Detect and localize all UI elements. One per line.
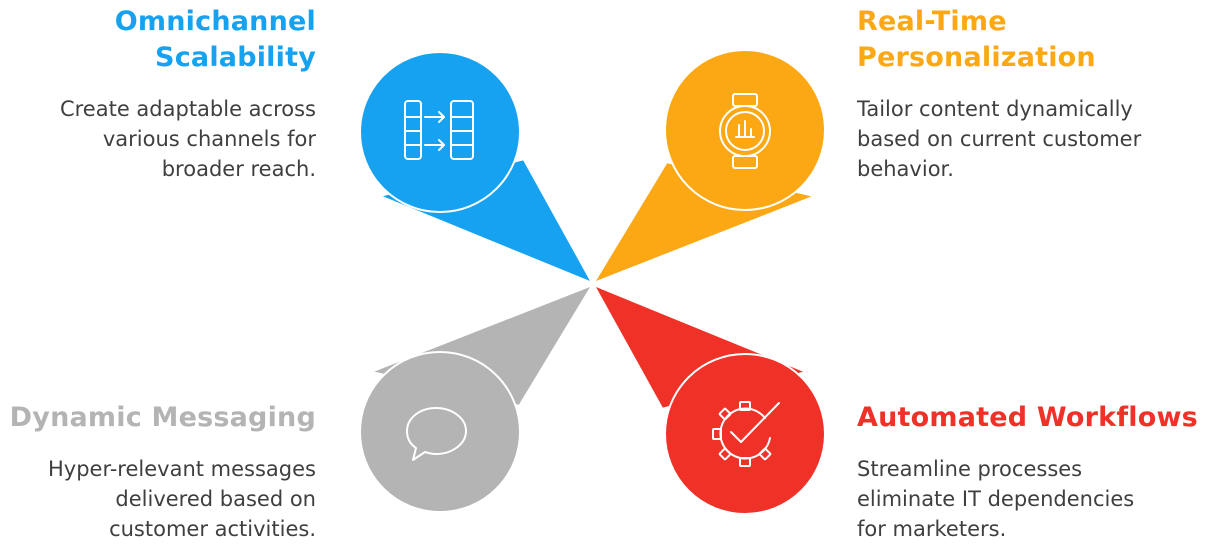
description-line: broader reach. <box>161 157 316 181</box>
title-line: Personalization <box>857 42 1096 73</box>
petal-ring-orange <box>664 49 826 211</box>
smartwatch-icon <box>719 93 771 169</box>
table-arrows-icon <box>404 100 474 160</box>
title-line: Scalability <box>155 42 316 73</box>
petal-messaging <box>359 287 590 513</box>
description-line: Hyper-relevant messages <box>47 457 316 481</box>
petal-ring-gray <box>359 351 521 513</box>
omnichannel-scalability-description: Create adaptable across various channels… <box>0 94 316 184</box>
title-line: Real-Time <box>857 6 1007 37</box>
automated-workflows-description: Streamline processes eliminate IT depend… <box>857 454 1202 544</box>
petal-circle-blue <box>360 52 520 212</box>
description-line: based on current customer <box>857 127 1142 151</box>
petal-ring-blue <box>359 51 521 213</box>
title-line: Dynamic Messaging <box>9 402 316 433</box>
petal-ring-red <box>664 353 826 515</box>
petal-circle-red <box>665 354 825 514</box>
description-line: eliminate IT dependencies <box>857 487 1135 511</box>
petal-personalization <box>596 49 826 281</box>
description-line: various channels for <box>102 127 316 151</box>
description-line: behavior. <box>857 157 954 181</box>
dynamic-messaging-title: Dynamic Messaging <box>0 400 316 436</box>
real-time-personalization-title: Real-Time Personalization <box>857 4 1197 76</box>
automated-workflows-title: Automated Workflows <box>857 400 1205 436</box>
description-line: Streamline processes <box>857 457 1083 481</box>
speech-bubble-icon <box>406 407 467 461</box>
title-line: Omnichannel <box>114 6 316 37</box>
description-line: Tailor content dynamically <box>857 97 1133 121</box>
real-time-personalization-description: Tailor content dynamically based on curr… <box>857 94 1202 184</box>
gear-check-icon <box>712 401 780 467</box>
description-line: Create adaptable across <box>59 97 316 121</box>
title-line: Automated Workflows <box>857 402 1198 433</box>
omnichannel-scalability-title: Omnichannel Scalability <box>0 4 316 76</box>
description-line: delivered based on <box>115 487 316 511</box>
dynamic-messaging-description: Hyper-relevant messages delivered based … <box>0 454 316 544</box>
petal-omnichannel <box>359 51 590 281</box>
description-line: for marketers. <box>857 517 1007 541</box>
petal-workflows <box>596 287 826 515</box>
petal-circle-gray <box>360 352 520 512</box>
description-line: customer activities. <box>109 517 316 541</box>
